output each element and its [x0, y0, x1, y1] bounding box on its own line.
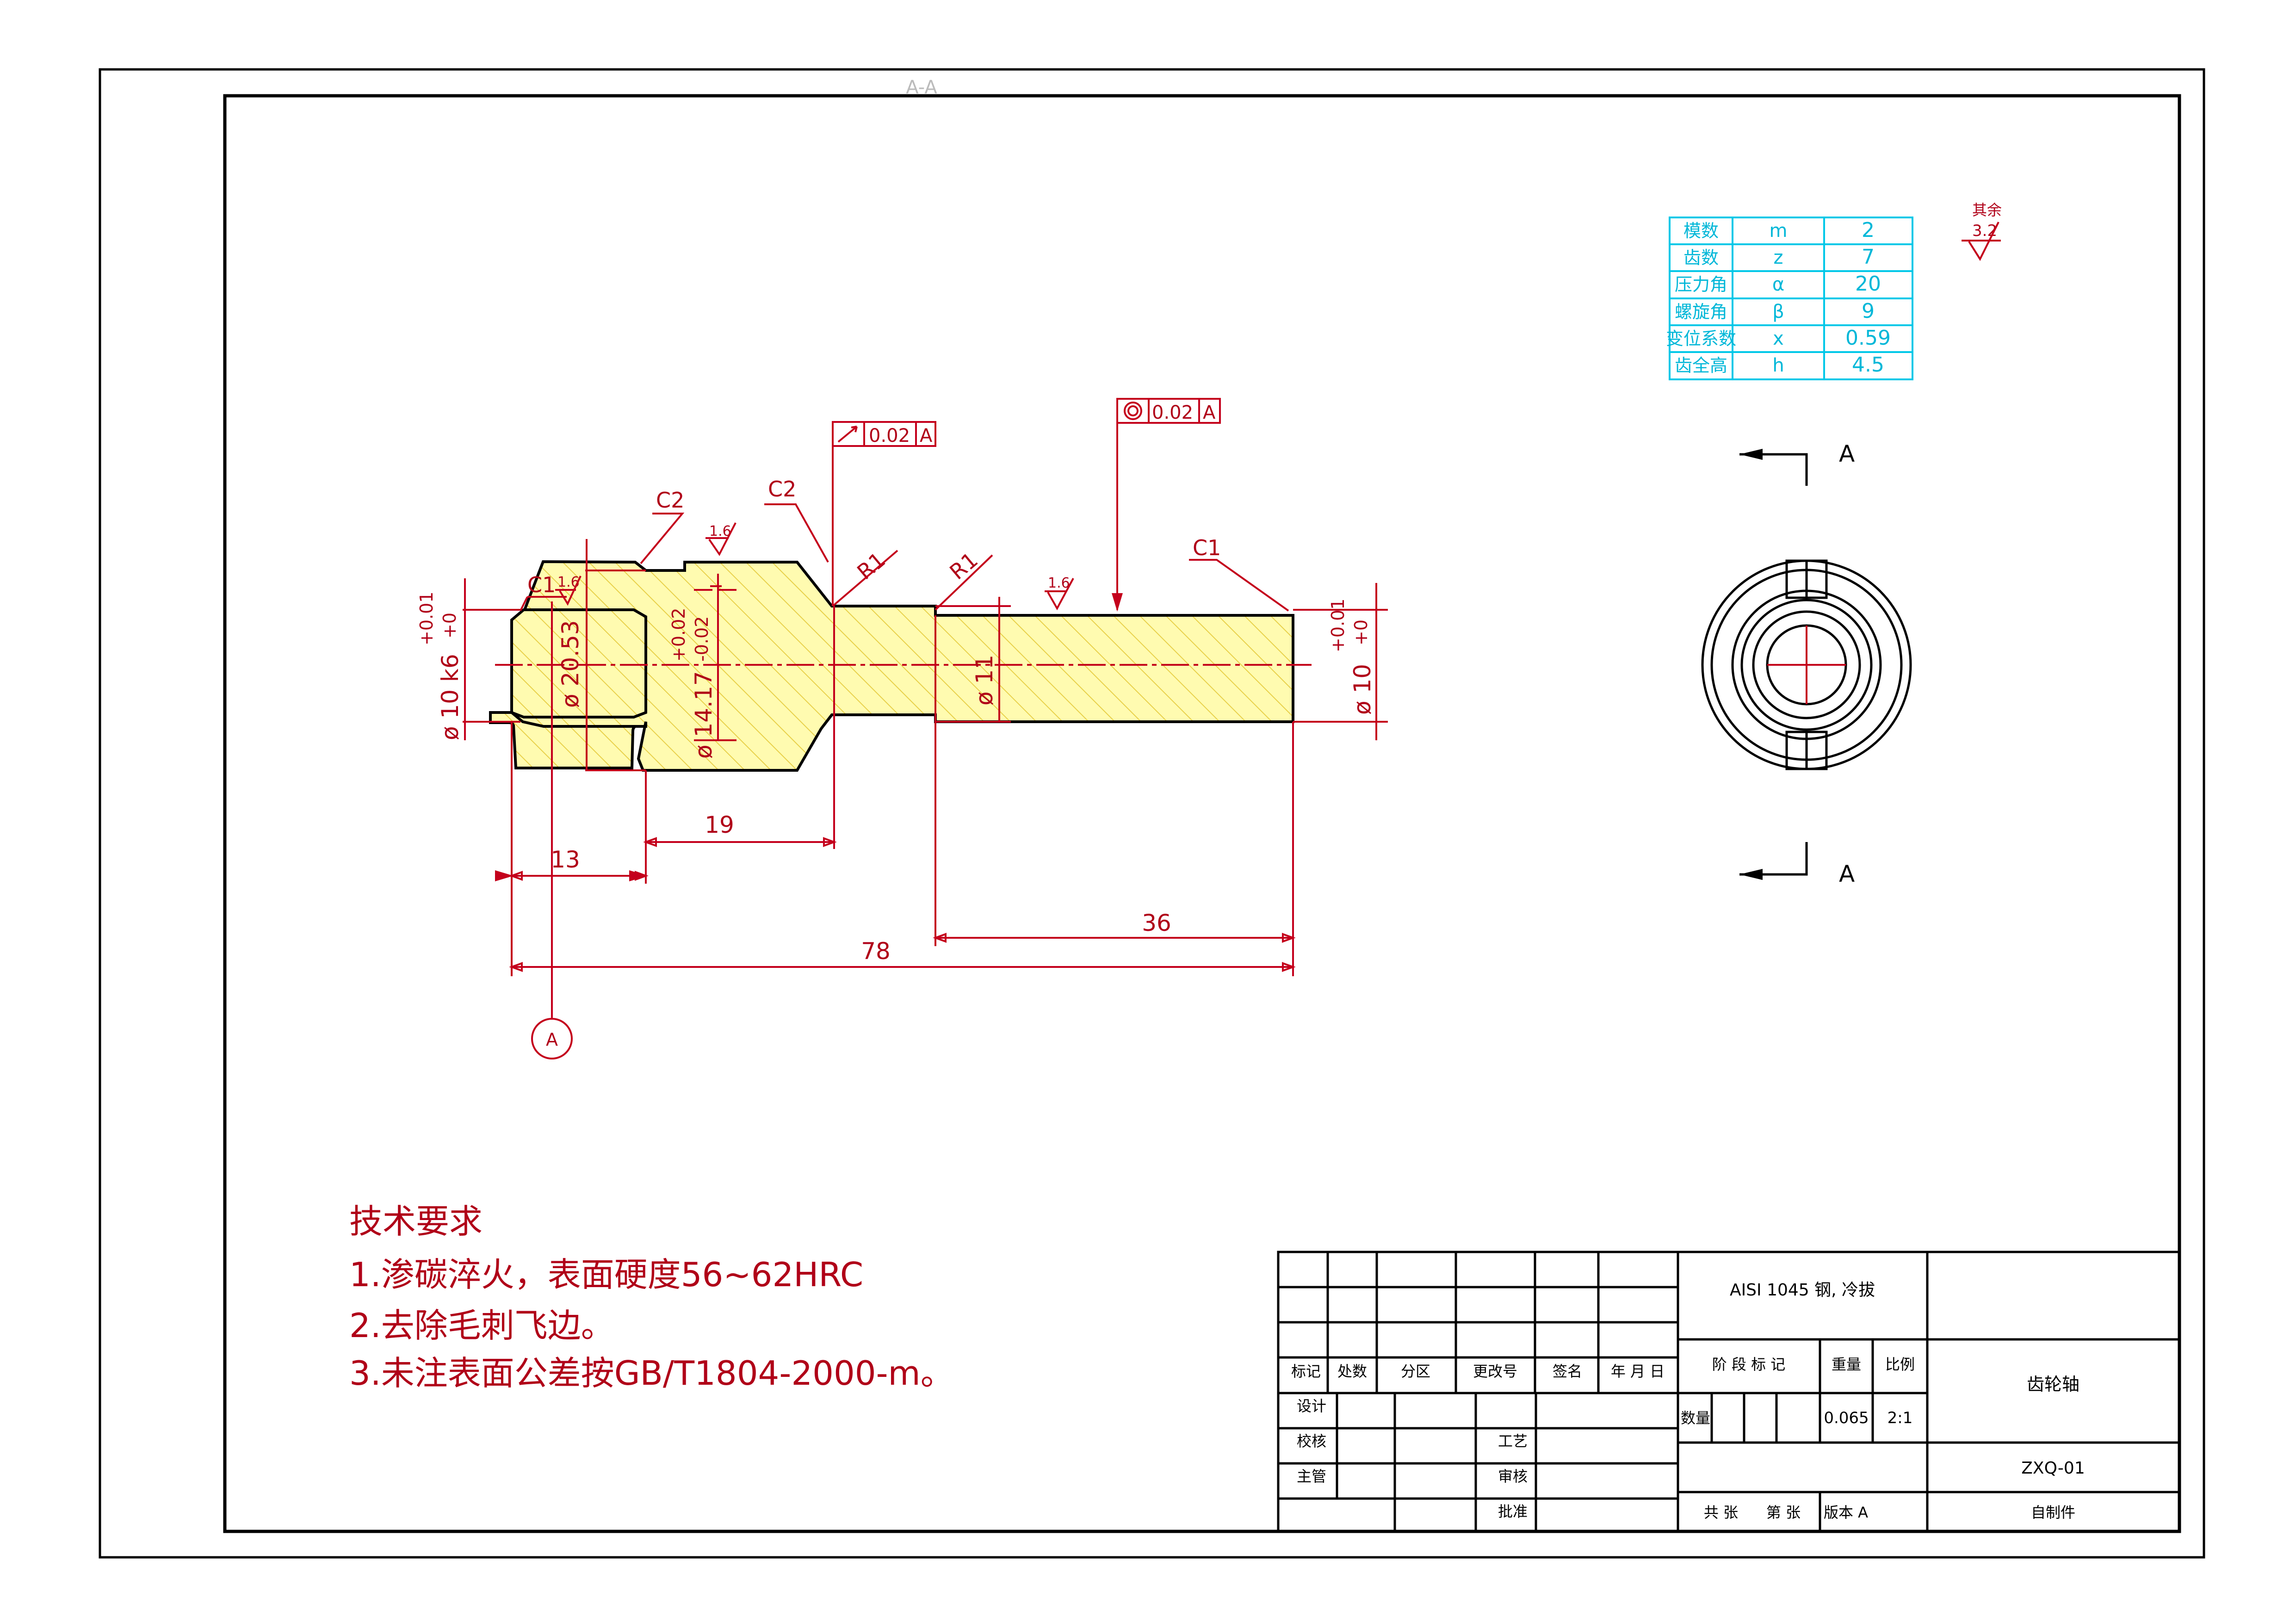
svg-text:A: A	[1203, 402, 1216, 423]
fillet-r1-b: R1	[945, 547, 983, 585]
svg-text:3.2: 3.2	[1972, 222, 1997, 240]
title-block: AISI 1045 钢, 冷拔 齿轮轴 ZXQ-01 自制件 标记 处数 分区 …	[1277, 1251, 2181, 1533]
gear-row-value: 0.59	[1845, 326, 1891, 350]
svg-text:0.02: 0.02	[869, 425, 910, 446]
material: AISI 1045 钢, 冷拔	[1730, 1281, 1875, 1300]
tech-req-line3: 3.未注表面公差按GB/T1804-2000-m。	[349, 1354, 954, 1393]
gear-row-value: 7	[1862, 245, 1875, 269]
sheet-number: 第 张	[1766, 1504, 1801, 1521]
technical-requirements: 技术要求 1.渗碳淬火，表面硬度56~62HRC 2.去除毛刺飞边。 3.未注表…	[349, 1202, 954, 1393]
section-label: A-A	[906, 77, 937, 98]
sheets-total: 共 张	[1704, 1504, 1738, 1521]
fillet-r1-a: R1	[852, 547, 890, 585]
gear-row-name: 齿全高	[1675, 355, 1727, 376]
design-label: 设计	[1297, 1397, 1326, 1415]
section-view	[1701, 559, 1912, 770]
approve-label: 批准	[1498, 1503, 1528, 1520]
runout-tolerance-frame: 0.02 A	[832, 421, 936, 606]
inner-border	[223, 94, 2181, 1533]
hdr-date: 年 月 日	[1611, 1363, 1665, 1380]
roughness-symbols: 1.6 1.6 1.6	[555, 522, 1074, 611]
tech-req-line1: 1.渗碳淬火，表面硬度56~62HRC	[349, 1255, 863, 1294]
svg-text:1.6: 1.6	[557, 574, 580, 590]
gear-row-symbol: m	[1770, 220, 1788, 242]
hdr-signature: 签名	[1553, 1363, 1582, 1380]
weight-label: 重量	[1832, 1356, 1861, 1373]
dim-len-19: 19	[705, 812, 734, 838]
dim-len-36: 36	[1142, 910, 1171, 936]
dim-d5-tol-up: +0.01	[1328, 599, 1348, 652]
gear-row-symbol: β	[1772, 301, 1784, 322]
gear-row-name: 压力角	[1675, 274, 1727, 295]
process-label: 工艺	[1498, 1432, 1528, 1450]
gear-row-value: 2	[1862, 218, 1875, 242]
weight-value: 0.065	[1824, 1409, 1869, 1427]
scale-label: 比例	[1885, 1356, 1915, 1373]
gear-row-value: 4.5	[1852, 353, 1884, 377]
outer-border	[99, 68, 2205, 1559]
diameter-dims: ø 10 k6 +0.01 +0 ø 20.53 ø 14.17 +0.02 -…	[416, 539, 1377, 770]
gear-row-value: 20	[1855, 272, 1881, 296]
gear-row-name: 模数	[1683, 221, 1719, 241]
chamfer-c2-left: C2	[656, 488, 684, 513]
dim-len-13: 13	[551, 846, 580, 873]
part-name: 齿轮轴	[2027, 1374, 2079, 1394]
qty-label: 数量	[1681, 1409, 1710, 1427]
hdr-zone: 分区	[1401, 1363, 1430, 1380]
version: 版本 A	[1824, 1504, 1868, 1521]
general-roughness-note: 其余 3.2	[1962, 201, 2002, 261]
svg-text:其余: 其余	[1972, 201, 2002, 219]
stage-mark-label: 阶 段 标 记	[1712, 1356, 1786, 1373]
shaft-section	[489, 560, 1312, 772]
manager-label: 主管	[1297, 1468, 1326, 1485]
drawing-number: ZXQ-01	[2021, 1459, 2085, 1478]
dim-d1-tol-low: +0	[439, 613, 460, 638]
gear-row-symbol: z	[1774, 247, 1783, 268]
scale-value: 2:1	[1888, 1409, 1913, 1427]
dim-d5: ø 10	[1349, 664, 1376, 715]
section-arrow-bottom: A	[1839, 861, 1855, 887]
dim-len-78: 78	[861, 938, 891, 965]
gear-parameter-table: 模数 m 2 齿数 z 7 压力角 α 20 螺旋角 β 9 变位系数 x 0.…	[1666, 217, 1913, 380]
section-arrows: A A	[1739, 440, 1855, 887]
svg-text:0.02: 0.02	[1152, 402, 1193, 423]
dim-d3-tol-low: -0.02	[692, 616, 712, 662]
length-dims: 13 19 36 78	[495, 812, 1296, 972]
section-arrow-top: A	[1839, 440, 1855, 467]
chamfer-c2-right: C2	[768, 477, 796, 502]
dim-d5-tol-low: +0	[1351, 619, 1371, 645]
datum-marker: A	[531, 1018, 573, 1059]
svg-text:A: A	[546, 1029, 558, 1050]
dim-d2: ø 20.53	[557, 620, 584, 708]
chamfer-c1-left: C1	[527, 572, 556, 597]
svg-text:A: A	[920, 425, 933, 446]
dim-d3: ø 14.17	[690, 671, 717, 759]
extension-lines	[463, 570, 1388, 1018]
hdr-mark: 标记	[1291, 1363, 1321, 1380]
gear-row-symbol: α	[1772, 274, 1784, 295]
review-label: 审核	[1498, 1468, 1528, 1485]
gear-row-name: 变位系数	[1666, 328, 1736, 349]
check-label: 校核	[1297, 1432, 1326, 1450]
svg-text:1.6: 1.6	[1048, 575, 1070, 591]
hdr-count: 处数	[1337, 1363, 1367, 1380]
gear-row-name: 螺旋角	[1675, 302, 1727, 322]
gear-row-symbol: x	[1773, 328, 1784, 349]
hdr-change-no: 更改号	[1473, 1363, 1517, 1380]
concentricity-tolerance-frame: 0.02 A	[1112, 398, 1221, 612]
gear-row-symbol: h	[1772, 355, 1784, 376]
dim-d1-tol-up: +0.01	[416, 592, 437, 645]
gear-row-value: 9	[1862, 299, 1875, 323]
dim-d1: ø 10 k6	[437, 654, 464, 740]
self-made-label: 自制件	[2031, 1504, 2075, 1521]
chamfer-c1-right: C1	[1193, 535, 1221, 560]
dim-d3-tol-up: +0.02	[668, 608, 689, 662]
tech-req-line2: 2.去除毛刺飞边。	[349, 1306, 614, 1345]
gear-row-name: 齿数	[1683, 248, 1719, 268]
tech-req-title: 技术要求	[349, 1202, 483, 1241]
dim-d4: ø 11	[971, 655, 998, 706]
